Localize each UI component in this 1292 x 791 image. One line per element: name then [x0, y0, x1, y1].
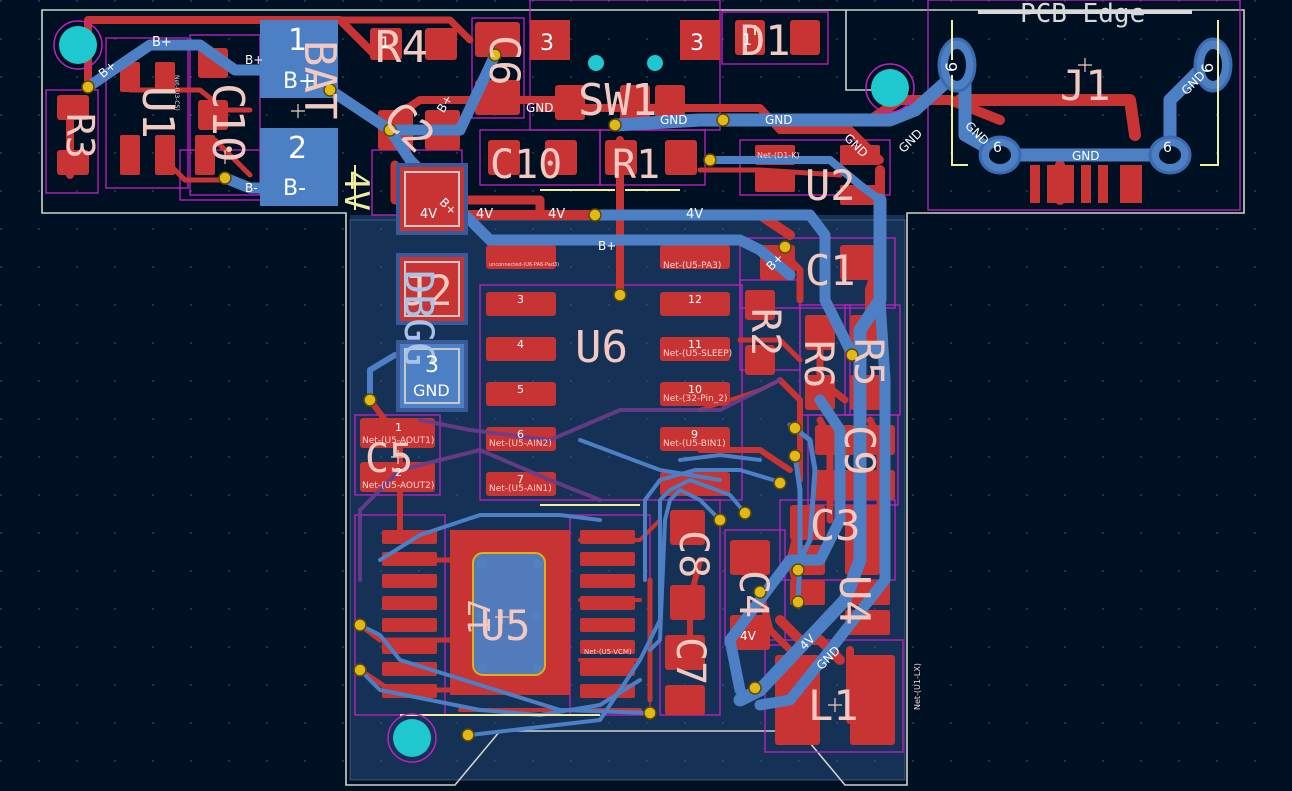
u6-pad-net-ain1: Net-(U5-AIN1) — [489, 484, 552, 494]
footprint-anchors — [218, 58, 1092, 712]
ref-c3: C3 — [810, 501, 861, 550]
c5-pad-net-aout2: Net-(U5-AOUT2) — [362, 481, 434, 491]
u6-pad-net-sleep: Net-(U5-SLEEP) — [663, 349, 732, 359]
u6-pad-net-bin1: Net-(U5-BIN1) — [663, 439, 726, 449]
d1-pin-3: 3 — [690, 31, 704, 56]
ref-u4: U4 — [830, 575, 879, 626]
u6-pin-4: 4 — [517, 338, 524, 351]
l1-net-lx: Net-(U1-LX) — [913, 663, 922, 710]
u6-pin-numbers: 3 4 5 6 7 12 11 10 9 1 2 — [395, 293, 702, 486]
net-label-4v-4: 4V — [420, 207, 437, 222]
r4-pin-1: 1 — [380, 33, 390, 52]
u5-pad-net-vcm: Net-(U5-VCM) — [584, 648, 632, 656]
net-label-4v-3: 4V — [686, 207, 703, 222]
j1-pin-6-b: 6 — [1198, 63, 1217, 73]
u6-pin-10: 10 — [688, 383, 702, 396]
net-label-gnd-1: GND — [660, 113, 688, 127]
pcb-edge-label: PCB Edge — [1020, 0, 1145, 29]
u6-pad-net-32pin2: Net-(32-Pin_2) — [663, 394, 727, 404]
net-label-4v-6: 4V — [740, 629, 757, 643]
ref-c7: C7 — [667, 637, 713, 685]
u6-pin-5: 5 — [517, 383, 524, 396]
ref-r1: R1 — [612, 142, 660, 188]
net-label-gnd-3: GND — [1072, 149, 1100, 163]
ref-c8: C8 — [670, 530, 716, 578]
ref-r5: R5 — [845, 338, 891, 386]
battery-pads — [260, 20, 338, 206]
u1-net-cs: Net-(U3-CS) — [173, 75, 180, 111]
bat2-pin-number: 2 — [288, 131, 307, 166]
silk-4v-front: 4V — [336, 170, 376, 211]
j2-pads — [396, 163, 468, 412]
net-label-4v-1: 4V — [476, 207, 493, 222]
u6-pin-6: 6 — [517, 428, 524, 441]
ref-c5: C5 — [365, 436, 413, 482]
d1-net-k: Net-(D1-K) — [757, 151, 800, 160]
ref-r6: R6 — [795, 340, 841, 388]
u6-pin-9: 9 — [691, 428, 698, 441]
u6-pad-net-unconnected: unconnected-(U6-PA6-Pad3) — [489, 262, 559, 268]
misc-pad-numbers: 3 3 1 1 6 6 6 6 — [380, 30, 1217, 156]
u5-exposed-pad — [472, 552, 546, 676]
net-label-bplus-5: B+ — [598, 239, 616, 253]
j1-pin-6-c: 6 — [993, 140, 1002, 156]
j2-pad-labels: 3 GND — [413, 353, 450, 400]
c5-pad-net-aout1: Net-(U5-AOUT1) — [362, 436, 434, 446]
u6-pad-net-pa3: Net-(U5-PA3) — [663, 261, 721, 271]
net-label-bplus-1: B+ — [152, 35, 172, 50]
ref-j2: J2 — [402, 266, 453, 315]
front-silk-labels: DBGG 4V — [336, 170, 441, 366]
battery-pad-labels: 1 B+ 2 B- — [283, 23, 317, 201]
net-label-gnd-4: GND — [526, 101, 554, 115]
net-label-bplus-3: B+ — [245, 53, 263, 67]
d1-pin-1: 1 — [742, 30, 752, 49]
sw1-pin-3: 3 — [540, 31, 554, 56]
bat2-net: B- — [283, 176, 306, 201]
ref-c9: C9 — [835, 425, 884, 476]
c5-pin-1: 1 — [395, 421, 402, 434]
u6-pad-net-ain2: Net-(U5-AIN2) — [489, 439, 552, 449]
u6-pin-7: 7 — [517, 473, 524, 486]
u6-pin-3: 3 — [517, 293, 524, 306]
j2-pin-3-net: GND — [413, 381, 450, 400]
u6-pin-12: 12 — [688, 293, 702, 306]
j1-pin-6-a: 6 — [942, 62, 961, 72]
pad-net-names: Net-(U5-PA3) Net-(U5-SLEEP) Net-(32-Pin_… — [173, 75, 922, 710]
silk-dbg: DBGG — [395, 270, 441, 366]
ref-c4: C4 — [730, 570, 776, 618]
mounting-holes — [53, 20, 915, 763]
ref-c6: C6 — [480, 35, 529, 86]
net-label-4v-2: 4V — [548, 207, 565, 222]
ref-u6: U6 — [575, 322, 628, 373]
ref-c1: C1 — [805, 246, 856, 295]
net-label-bminus: B- — [245, 181, 258, 195]
back-copper-tracks — [82, 39, 1217, 737]
ref-c10-top: C10 — [202, 83, 253, 162]
ref-r2: R2 — [742, 308, 788, 356]
ref-bat: BAT — [294, 40, 345, 119]
net-label-gnd-2: GND — [765, 113, 793, 127]
j1-pin-6-d: 6 — [1163, 140, 1172, 156]
bat1-net: B+ — [283, 69, 317, 94]
u6-pin-11: 11 — [688, 338, 702, 351]
ref-c10: C10 — [490, 142, 562, 188]
ref-r3: R3 — [58, 113, 102, 159]
ref-u1: U1 — [132, 86, 183, 139]
c5-pin-2: 2 — [395, 466, 402, 479]
back-silk-refs: R3 U1 C10 R4 C6 C2 SW1 D1 C10 R1 U2 J1 J… — [58, 16, 1111, 730]
ref-sw1: SW1 — [578, 75, 657, 126]
front-silkscreen — [354, 20, 1219, 716]
j2-pin-3: 3 — [425, 353, 439, 378]
ref-17: 17 — [463, 599, 498, 635]
ref-d1: D1 — [740, 16, 791, 65]
ref-u5: U5 — [480, 601, 531, 650]
bat1-pin-number: 1 — [288, 23, 307, 58]
ref-u2: U2 — [805, 161, 856, 210]
ref-r4: R4 — [375, 22, 428, 73]
